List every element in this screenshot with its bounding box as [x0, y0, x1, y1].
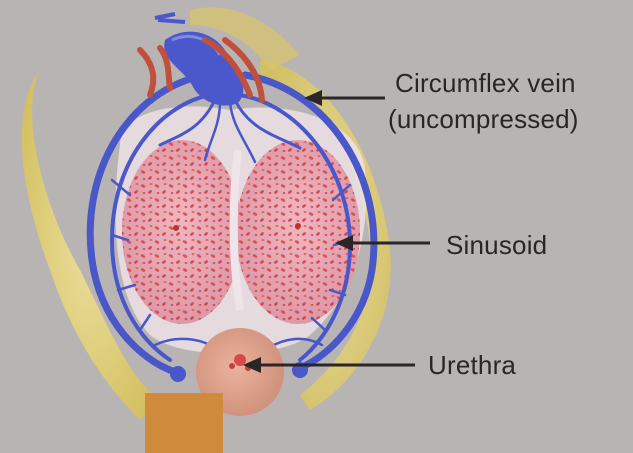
label-circumflex-line2: (uncompressed) [388, 104, 579, 134]
label-urethra: Urethra [428, 350, 516, 380]
orange-block [145, 393, 223, 453]
corpus-cavernosum-left [122, 140, 242, 324]
label-circumflex-line1: Circumflex vein [395, 68, 576, 98]
label-sinusoid: Sinusoid [446, 230, 547, 260]
vein-node-left [170, 366, 186, 382]
